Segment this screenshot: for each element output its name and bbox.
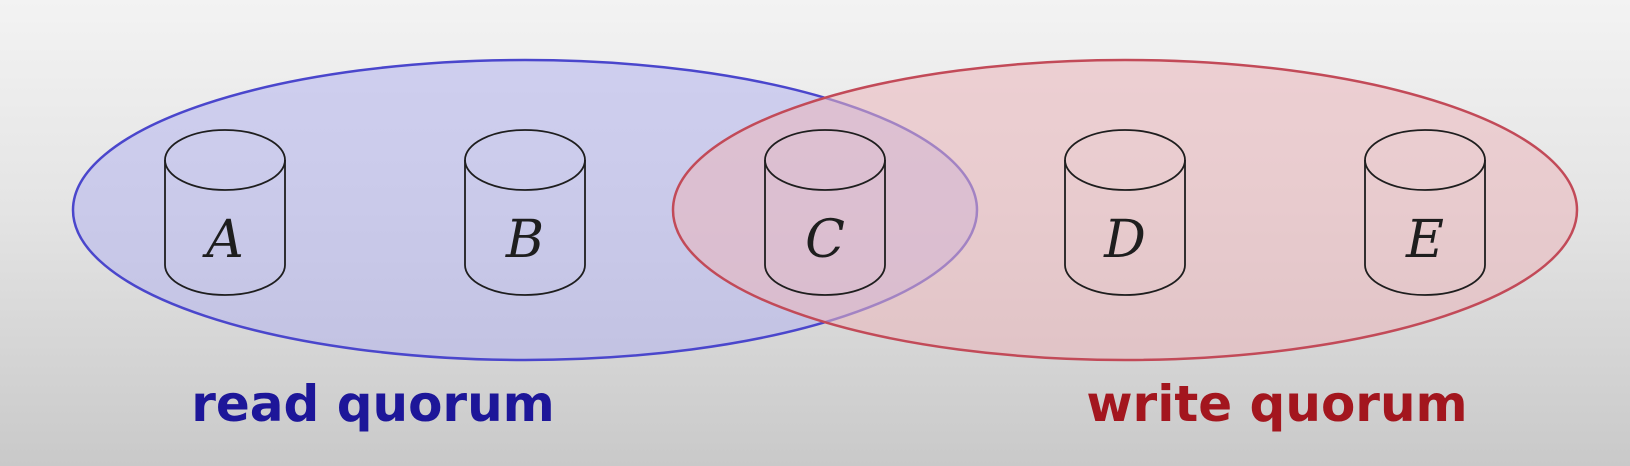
cylinder-top-icon	[164, 129, 286, 191]
node-label: E	[1405, 210, 1444, 270]
node-label: D	[1103, 210, 1146, 270]
cylinder-top-icon	[1364, 129, 1486, 191]
database-node-d: D	[1064, 129, 1186, 296]
database-node-a: A	[164, 129, 286, 296]
cylinder-icon	[164, 160, 286, 296]
cylinder-top-icon	[464, 129, 586, 191]
read-quorum-label: read quorum	[191, 375, 555, 433]
node-label: B	[505, 210, 544, 270]
database-node-b: B	[464, 129, 586, 296]
node-label: C	[805, 210, 845, 270]
cylinder-icon	[764, 160, 886, 296]
cylinder-icon	[1364, 160, 1486, 296]
cylinder-top-icon	[1064, 129, 1186, 191]
write-quorum-label: write quorum	[1086, 375, 1467, 433]
write-quorum-ellipse	[671, 58, 1579, 362]
cylinder-icon	[1064, 160, 1186, 296]
database-node-e: E	[1364, 129, 1486, 296]
cylinder-icon	[464, 160, 586, 296]
cylinder-top-icon	[764, 129, 886, 191]
database-node-c: C	[764, 129, 886, 296]
node-label: A	[202, 210, 244, 270]
